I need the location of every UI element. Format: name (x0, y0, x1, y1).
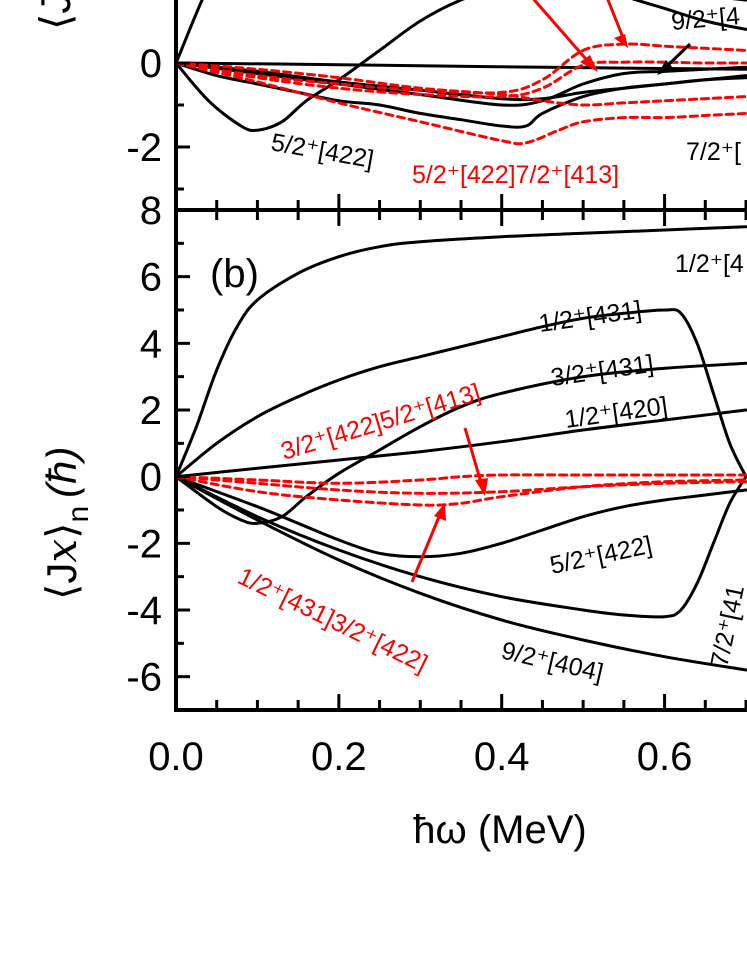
panel-b-y-tick-label: 2 (140, 389, 162, 433)
panel-a-arrows (532, 0, 692, 75)
panel-b-y-tick-label: 6 (140, 256, 162, 300)
ylabel-sub: x (37, 539, 86, 563)
panel-b-series-5 (176, 475, 747, 619)
panel-b-y-tick-label: 8 (140, 189, 162, 233)
label-b-1-2-431-3-2-422: 1/2⁺[431]3/2⁺[422] (233, 562, 431, 678)
panel-b-arrows (410, 427, 488, 583)
panel-b-series-3 (176, 408, 747, 479)
label-b-3-2-431: 3/2⁺[431] (549, 350, 655, 392)
panel-b-y-tick-label: -6 (126, 656, 162, 700)
panel-b-series-2 (176, 361, 747, 525)
panel-b-series-6 (176, 475, 747, 672)
label-b-1-2-431: 1/2⁺[431] (537, 296, 643, 338)
panel-b-axes: 8 6 4 2 0 -2 -4 -6 (126, 189, 747, 712)
panel-b-series-7 (176, 473, 747, 485)
panel-a-series-6 (176, 42, 747, 95)
label-b-5-2-422: 5/2⁺[422] (547, 531, 654, 580)
label-a-9-2-404: 9/2⁺[4 (670, 2, 741, 36)
panel-b-y-tick-label: 0 (140, 456, 162, 500)
x-tick-label: 0.6 (637, 735, 693, 779)
ylabel-unit: (ħ) (38, 447, 85, 498)
panel-a-series-9 (176, 61, 747, 146)
panel-b-y-tick-label: 4 (140, 322, 162, 366)
panel-a-series-8 (176, 61, 747, 107)
panel-a-series-0 (176, 0, 747, 65)
panel-a-series-5 (176, 61, 747, 71)
label-a-5-2-422-7-2-413: 5/2⁺[422]7/2⁺[413] (412, 161, 619, 189)
panel-b: 8 6 4 2 0 -2 -4 -6 (b) ⟨Jx⟩n (ħ) 1/2⁺[4 1/2⁺[431… (37, 189, 747, 712)
panel-a-series-1 (176, 0, 747, 133)
label-b-1-2-420: 1/2⁺[420] (563, 392, 669, 434)
svg-text:⟨Jx⟩n(ħ): ⟨Jx⟩n (ħ) (37, 447, 95, 601)
label-b-1-2-4: 1/2⁺[4 (675, 250, 744, 278)
panel-a-curves (176, 0, 747, 146)
panel-b-series-4 (176, 475, 747, 559)
panel-b-series-1 (176, 308, 747, 479)
panel-b-y-tick-label: -4 (126, 589, 162, 633)
label-a-5-2-422: 5/2⁺[422] (269, 128, 376, 174)
label-b-9-2-404: 9/2⁺[404] (499, 637, 606, 688)
label-a-7-2: 7/2⁺[ (686, 138, 741, 166)
ylabel-n: n (62, 506, 95, 523)
x-tick-labels: 0.0 0.2 0.4 0.6 (148, 735, 692, 779)
panel-b-series-8 (176, 475, 747, 495)
panel-a: -2 0 ⟨J 9/2⁺[4 5/2⁺[422] 5/2⁺[422]7/2⁺[41… (32, 0, 747, 212)
panel-b-ylabel: ⟨Jx⟩n (ħ) (37, 447, 95, 601)
x-tick-label: 0.4 (474, 735, 530, 779)
x-tick-label: 0.0 (148, 735, 204, 779)
panel-b-series-9 (176, 475, 747, 507)
panel-b-y-tick-label: -2 (126, 522, 162, 566)
ylabel-bracket: ⟨J (38, 563, 85, 600)
ylabel-close: ⟩ (38, 523, 85, 539)
x-tick-label: 0.2 (311, 735, 367, 779)
panel-a-y-tick-label: -2 (126, 126, 162, 170)
panel-b-tag: (b) (210, 252, 259, 296)
panel-b-series-0 (176, 225, 747, 479)
x-axis-label: ħω (MeV) (413, 808, 586, 852)
panel-b-curves (176, 225, 747, 672)
label-b-7-2-41: 7/2⁺[41 (705, 583, 747, 670)
panel-a-y-tick-label: 0 (140, 42, 162, 86)
panel-a-ylabel: ⟨J (32, 0, 79, 30)
